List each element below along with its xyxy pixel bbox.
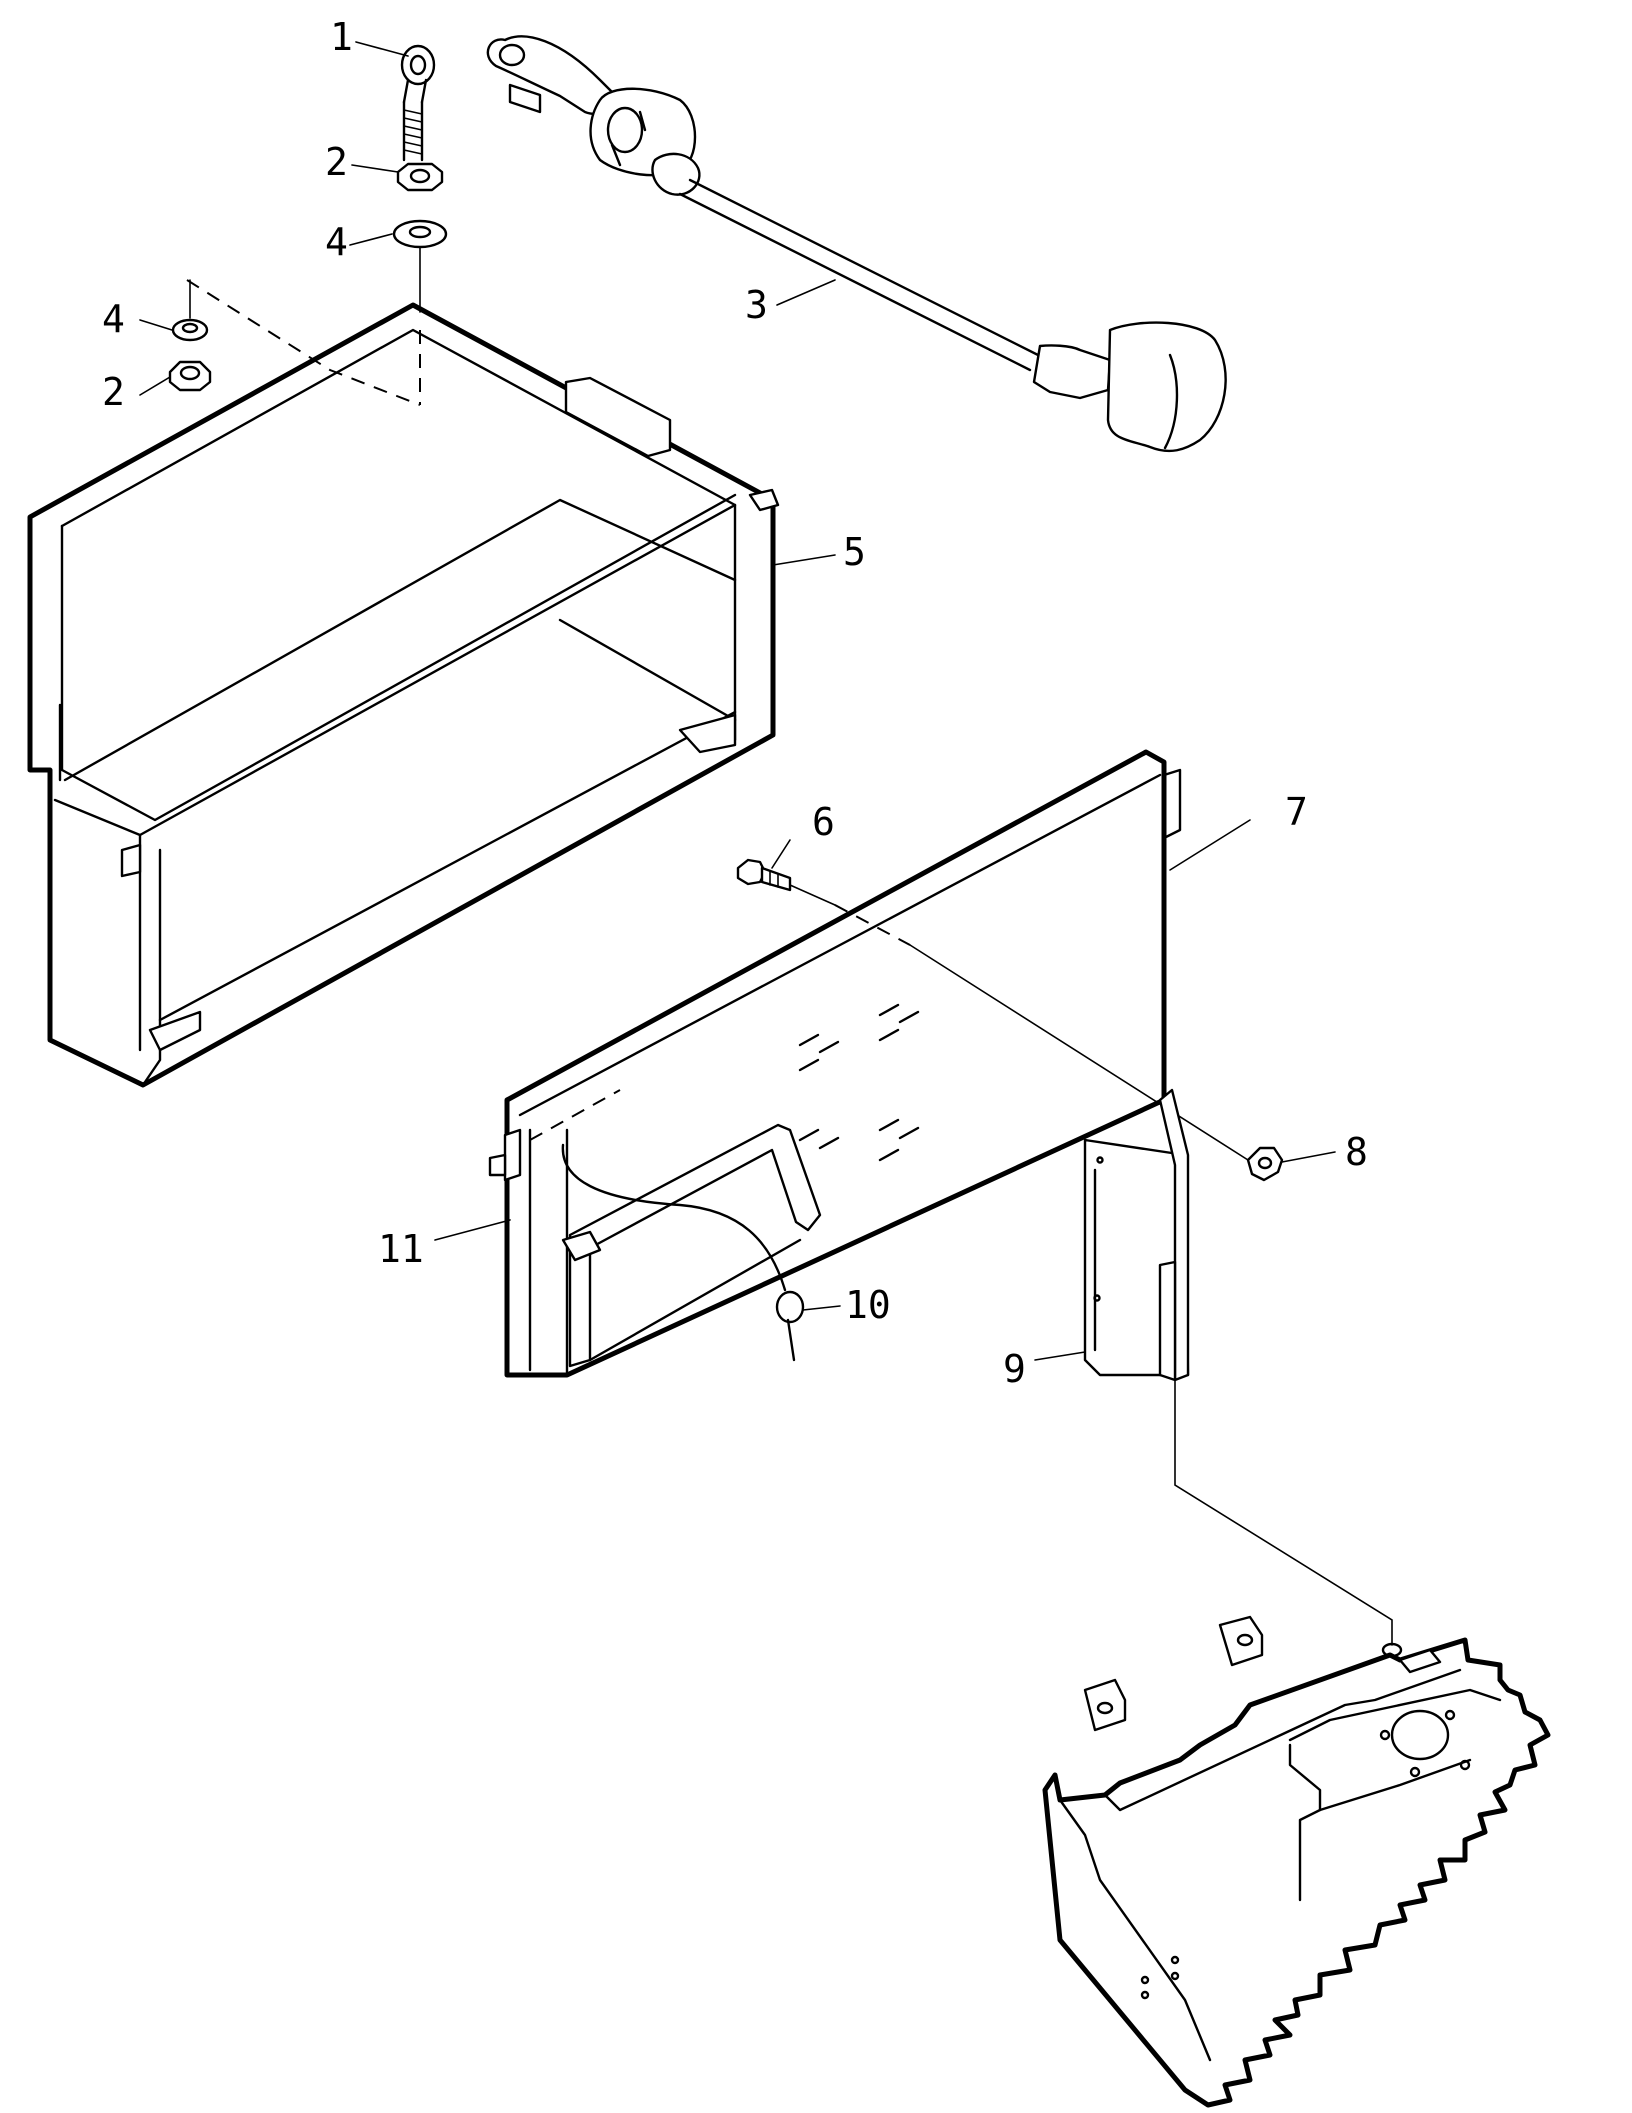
leader-bolt-to-nut xyxy=(789,884,836,906)
hex-nut-left xyxy=(168,360,212,392)
eye-bolt xyxy=(400,44,436,162)
tool-box xyxy=(27,279,780,1088)
callout-2b: 2 xyxy=(102,370,125,414)
callout-labels: 1 2 4 4 2 3 5 6 7 8 11 10 9 xyxy=(102,15,1368,1391)
washer-top xyxy=(392,219,448,249)
leader-bolt-axis-dash xyxy=(834,904,911,946)
hex-nut-top xyxy=(396,162,444,192)
retaining-cable xyxy=(561,1143,787,1292)
mower-deck-housing xyxy=(1042,1615,1551,2108)
callout-2a: 2 xyxy=(325,140,348,184)
callout-leaders xyxy=(139,41,1336,1361)
leader-axis-to-nut xyxy=(909,944,1249,1161)
front-panel xyxy=(488,749,1182,1378)
lock-washer-left xyxy=(171,318,209,342)
callout-5: 5 xyxy=(843,530,866,574)
callout-3: 3 xyxy=(745,283,768,327)
callout-9: 9 xyxy=(1003,1347,1026,1391)
callout-10: 10 xyxy=(845,1283,891,1327)
callout-4a: 4 xyxy=(325,220,348,264)
hex-nut-right xyxy=(1246,1146,1284,1182)
ring-pin xyxy=(775,1290,805,1362)
hex-bolt xyxy=(736,858,792,892)
leader-bracket-to-housing xyxy=(1174,1379,1393,1646)
lanyard-strap xyxy=(486,35,1227,453)
callout-6: 6 xyxy=(812,800,835,844)
callout-7: 7 xyxy=(1285,790,1308,834)
hinge-bracket xyxy=(1083,1088,1190,1382)
callout-4b: 4 xyxy=(102,297,125,341)
callout-11: 11 xyxy=(378,1227,424,1271)
callout-1: 1 xyxy=(330,15,353,59)
callout-8: 8 xyxy=(1345,1130,1368,1174)
